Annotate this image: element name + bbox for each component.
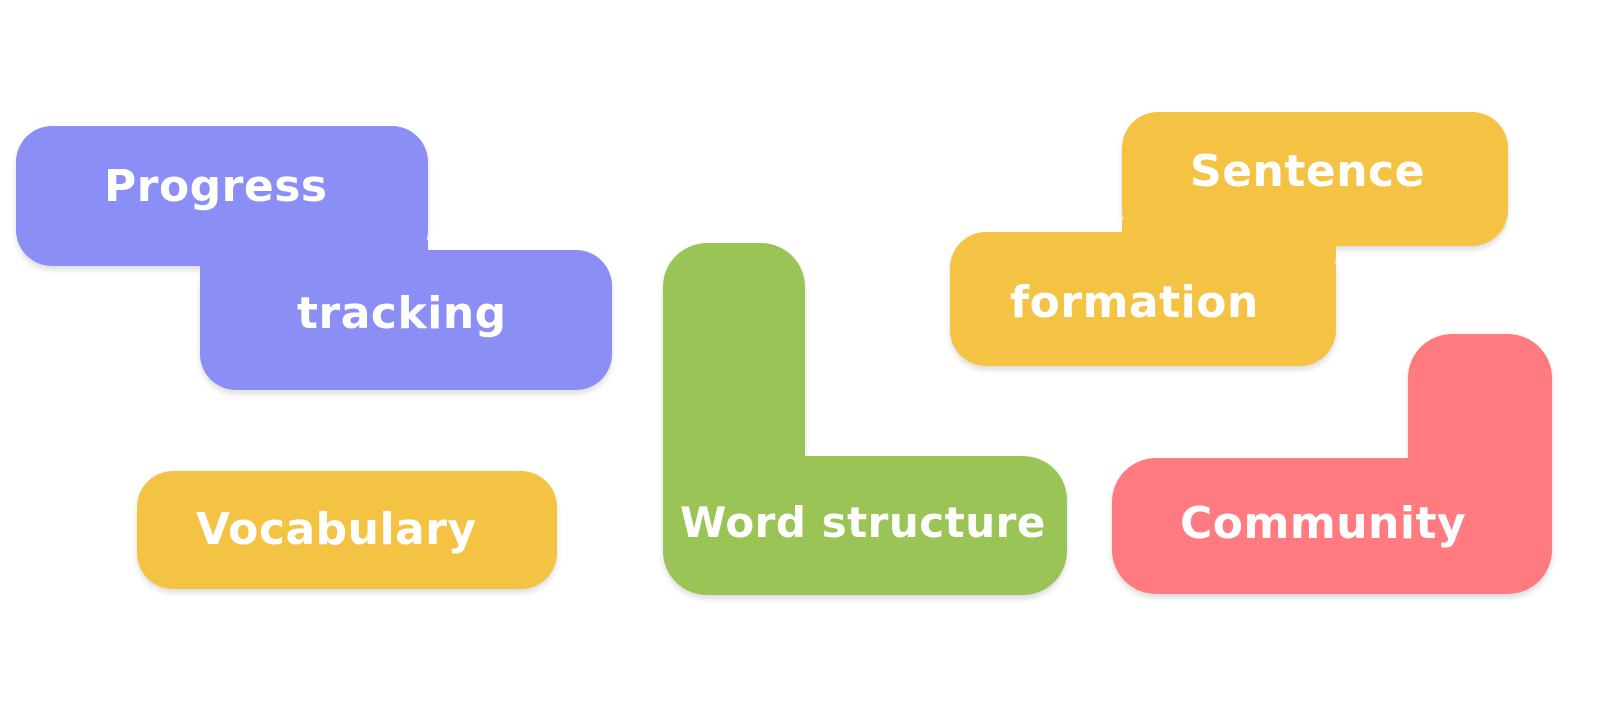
community-shape <box>1112 334 1552 594</box>
word-structure-shape <box>663 243 1067 595</box>
progress-tile-seam <box>200 240 428 290</box>
sentence-tile-seam <box>1122 220 1336 260</box>
word-structure-tile[interactable] <box>663 243 1067 597</box>
community-tile[interactable] <box>1112 334 1552 596</box>
formation-label: formation <box>1010 277 1259 328</box>
progress-label: Progress <box>104 161 328 212</box>
community-label: Community <box>1180 498 1467 549</box>
vocabulary-tile[interactable] <box>137 471 557 589</box>
tracking-label: tracking <box>297 288 507 339</box>
vocabulary-label: Vocabulary <box>196 504 477 555</box>
sentence-label: Sentence <box>1190 146 1425 197</box>
word-structure-label: Word structure <box>680 498 1046 547</box>
